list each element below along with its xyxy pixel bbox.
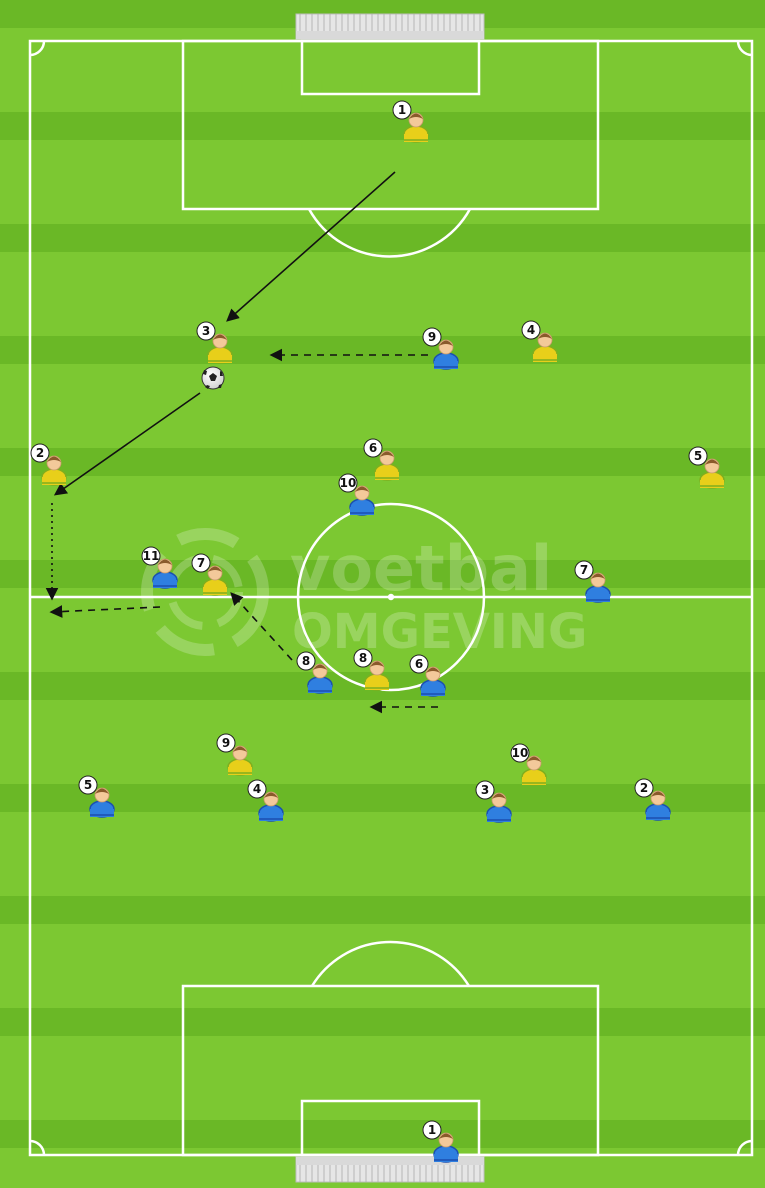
player-number-badge: 11 <box>142 547 160 565</box>
player-number: 6 <box>369 441 377 455</box>
player-number-badge: 6 <box>364 439 382 457</box>
player-number-badge: 8 <box>354 649 372 667</box>
player-number: 8 <box>359 651 367 665</box>
player-number: 7 <box>197 556 205 570</box>
player-number-badge: 2 <box>635 779 653 797</box>
watermark-line2: OMGEVING <box>292 604 587 660</box>
player-number: 9 <box>428 330 436 344</box>
player-number-badge: 4 <box>522 321 540 339</box>
player-number: 5 <box>84 778 92 792</box>
player-number: 7 <box>580 563 588 577</box>
player-number-badge: 9 <box>423 328 441 346</box>
player-number-badge: 3 <box>476 781 494 799</box>
player-number: 11 <box>143 549 160 563</box>
player-number: 5 <box>694 449 702 463</box>
player-number: 1 <box>428 1123 436 1137</box>
player-number: 10 <box>512 746 529 760</box>
player-number-badge: 8 <box>297 652 315 670</box>
player-number-badge: 1 <box>423 1121 441 1139</box>
player-number-badge: 7 <box>192 554 210 572</box>
player-number: 3 <box>202 324 210 338</box>
player-number-badge: 5 <box>689 447 707 465</box>
watermark-line1: voetbal <box>290 532 552 605</box>
player-number-badge: 9 <box>217 734 235 752</box>
player-number-badge: 1 <box>393 101 411 119</box>
ball <box>202 367 224 389</box>
player-number: 3 <box>481 783 489 797</box>
player-number: 2 <box>36 446 44 460</box>
player-number-badge: 10 <box>511 744 529 762</box>
player-number-badge: 6 <box>410 655 428 673</box>
player-number: 6 <box>415 657 423 671</box>
player-number: 8 <box>302 654 310 668</box>
player-number: 10 <box>340 476 357 490</box>
player-number-badge: 4 <box>248 780 266 798</box>
player-number-badge: 7 <box>575 561 593 579</box>
player-number: 4 <box>253 782 261 796</box>
player-number-badge: 3 <box>197 322 215 340</box>
player-number: 4 <box>527 323 535 337</box>
top-goal <box>296 14 484 39</box>
player-number-badge: 2 <box>31 444 49 462</box>
player-number-badge: 5 <box>79 776 97 794</box>
player-number: 1 <box>398 103 406 117</box>
player-number: 2 <box>640 781 648 795</box>
player-number: 9 <box>222 736 230 750</box>
player-number-badge: 10 <box>339 474 357 492</box>
